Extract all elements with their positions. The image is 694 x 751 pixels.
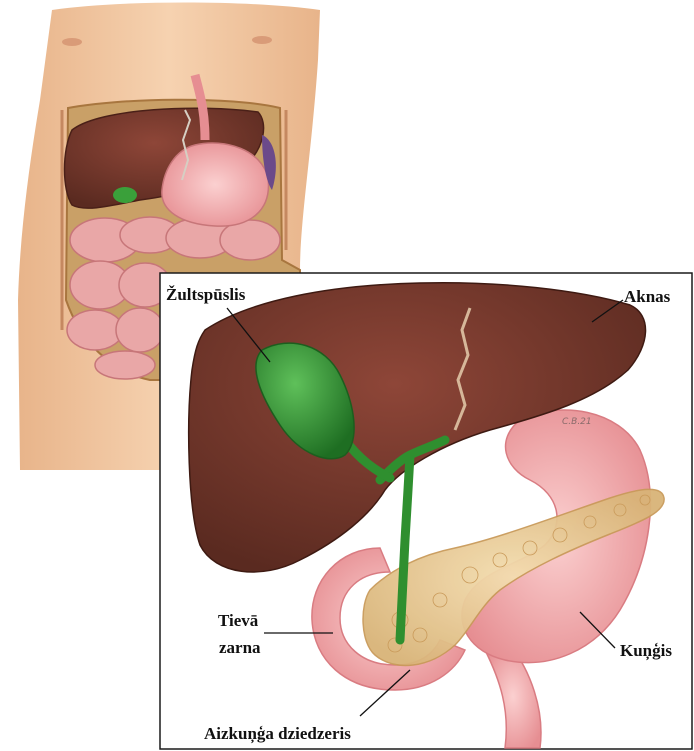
label-pancreas: Aizkuņģa dziedzeris — [204, 724, 351, 744]
label-stomach: Kuņģis — [620, 641, 672, 661]
torso-stomach — [162, 143, 269, 226]
label-gallbladder: Žultspūslis — [166, 285, 245, 305]
label-liver: Aknas — [624, 287, 670, 307]
label-small-intestine-line1: Tievā — [218, 611, 258, 631]
label-small-intestine-line2: zarna — [219, 638, 261, 658]
artist-signature: C.B.21 — [562, 417, 592, 427]
torso-gallbladder — [113, 187, 137, 203]
